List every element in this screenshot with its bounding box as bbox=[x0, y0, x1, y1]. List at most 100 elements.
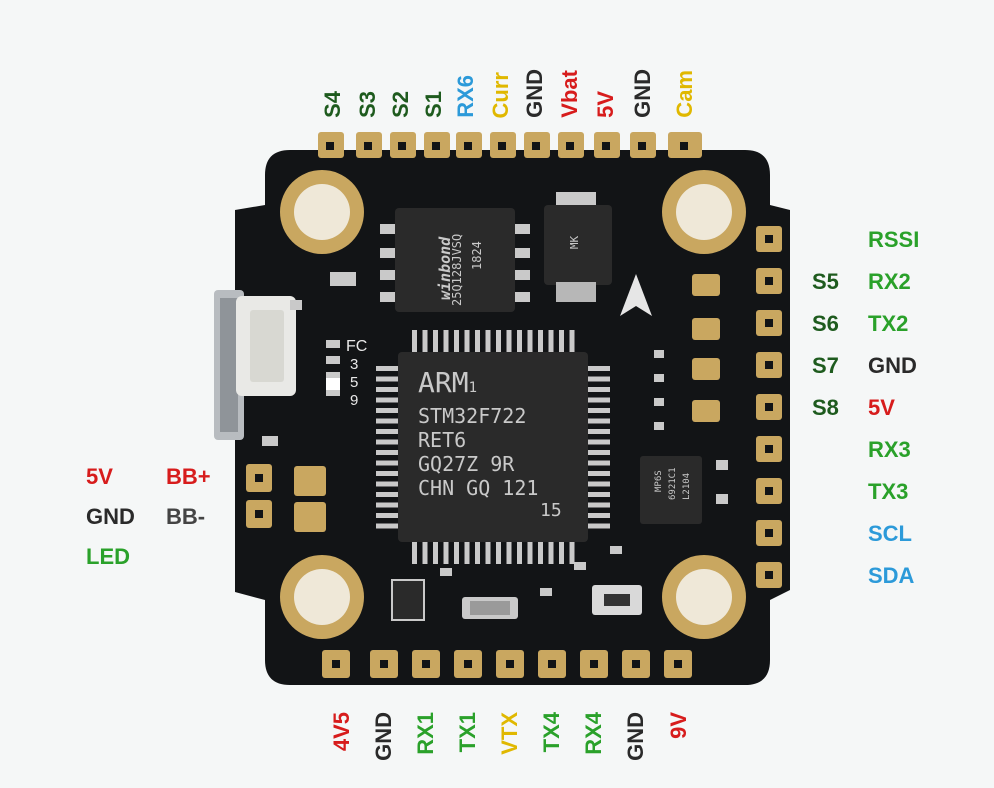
mcu-pin bbox=[376, 481, 400, 487]
mcu-pin bbox=[454, 540, 459, 564]
inner-right-pads bbox=[692, 274, 720, 422]
bottom-label-gnd-2: GND bbox=[623, 712, 648, 761]
mcu-pin bbox=[506, 540, 512, 564]
mcu-pin bbox=[443, 540, 449, 564]
diode-marking: MK bbox=[568, 235, 582, 250]
mcu-pin bbox=[433, 330, 438, 354]
top-label-cam: Cam bbox=[672, 70, 697, 118]
mcu-pin bbox=[376, 460, 400, 466]
mcu-pin bbox=[464, 330, 470, 354]
mcu-pin bbox=[527, 540, 533, 564]
mcu-pin bbox=[586, 387, 610, 392]
mcu-pin bbox=[376, 397, 400, 403]
top-label-s1: S1 bbox=[421, 91, 446, 118]
mcu-pin bbox=[475, 540, 480, 564]
usb-connector bbox=[214, 290, 296, 440]
bottom-label-vtx: VTX bbox=[497, 712, 522, 755]
gyro-line-1: MP6S bbox=[654, 470, 664, 492]
mcu-line-3: RET6 bbox=[418, 428, 467, 452]
mcu-pin bbox=[376, 366, 400, 371]
mcu-mark: 15 bbox=[540, 500, 562, 521]
mcu-pin bbox=[548, 330, 554, 354]
led-label-5: 5 bbox=[350, 374, 359, 391]
mcu-pin bbox=[376, 471, 400, 476]
mcu-pin bbox=[443, 330, 449, 354]
mcu-pin bbox=[586, 397, 610, 403]
mcu-pin bbox=[527, 330, 533, 354]
left-label-gnd: GND bbox=[86, 504, 135, 529]
mcu-pin bbox=[475, 330, 480, 354]
bottom-label-rx4: RX4 bbox=[581, 712, 606, 755]
mcu-pin bbox=[569, 330, 575, 354]
mcu-pin bbox=[454, 330, 459, 354]
bottom-label-4v5: 4V5 bbox=[329, 712, 354, 752]
mcu-pin bbox=[485, 330, 491, 354]
gyro-line-3: L2104 bbox=[682, 472, 692, 500]
mcu-pin bbox=[376, 376, 400, 382]
right-label-rx2: RX2 bbox=[868, 269, 911, 294]
right-label-rx3: RX3 bbox=[868, 437, 911, 462]
mcu-pin bbox=[586, 471, 610, 476]
mcu-pin bbox=[376, 429, 400, 434]
mcu-pin bbox=[376, 439, 400, 445]
mcu-pin bbox=[548, 540, 554, 564]
mcu-pin bbox=[506, 330, 512, 354]
left-label-bb-plus: BB+ bbox=[166, 464, 211, 489]
mcu-pin bbox=[559, 540, 564, 564]
top-label-s4: S4 bbox=[320, 91, 345, 118]
mcu-pin bbox=[538, 330, 543, 354]
mcu-pin bbox=[422, 330, 428, 354]
mcu-pin bbox=[586, 418, 610, 424]
right-label-scl: SCL bbox=[868, 521, 912, 546]
bottom-label-tx4: TX4 bbox=[539, 712, 564, 753]
mcu-pin bbox=[376, 408, 400, 413]
mcu-pin bbox=[586, 481, 610, 487]
gyro-chip bbox=[640, 456, 702, 524]
bottom-label-rx1: RX1 bbox=[413, 712, 438, 755]
led-label-3: 3 bbox=[350, 356, 359, 373]
mcu-pin bbox=[586, 450, 610, 455]
top-label-s2: S2 bbox=[388, 91, 413, 118]
mcu-pin bbox=[422, 540, 428, 564]
mcu-pin bbox=[586, 523, 610, 529]
right-label-rssi: RSSI bbox=[868, 227, 920, 252]
left-label-led: LED bbox=[86, 544, 130, 569]
top-label-curr: Curr bbox=[488, 71, 513, 118]
mcu-chip bbox=[376, 330, 610, 564]
inner-label-s6: S6 bbox=[812, 311, 839, 336]
top-label-rx6: RX6 bbox=[453, 75, 478, 118]
mcu-line-5: CHN GQ 121 bbox=[418, 476, 539, 500]
left-label-bb-minus: BB- bbox=[166, 504, 206, 529]
flash-chip bbox=[380, 208, 530, 312]
mcu-pin bbox=[586, 366, 610, 371]
mcu-pin bbox=[517, 540, 522, 564]
mcu-pin bbox=[517, 330, 522, 354]
mcu-pin bbox=[496, 330, 501, 354]
mcu-line-4: GQ27Z 9R bbox=[418, 452, 515, 476]
mcu-pin bbox=[412, 540, 417, 564]
led-label-9: 9 bbox=[350, 392, 359, 409]
mcu-pin bbox=[376, 502, 400, 508]
right-label-tx2: TX2 bbox=[868, 311, 909, 336]
inner-label-s7: S7 bbox=[812, 353, 839, 378]
top-label-gnd-2: GND bbox=[630, 69, 655, 118]
inner-label-s8: S8 bbox=[812, 395, 839, 420]
mcu-pin bbox=[485, 540, 491, 564]
mcu-pin bbox=[586, 513, 610, 518]
flash-date: 1824 bbox=[470, 241, 484, 270]
mcu-pin bbox=[433, 540, 438, 564]
mcu-pin bbox=[586, 376, 610, 382]
mcu-pin bbox=[586, 502, 610, 508]
mcu-pin bbox=[376, 418, 400, 424]
mcu-pin bbox=[569, 540, 575, 564]
mcu-sub: 1 bbox=[468, 380, 478, 396]
top-label-vbat: Vbat bbox=[557, 70, 582, 118]
flash-part: 25Q128JVSQ bbox=[450, 233, 464, 306]
mcu-pin bbox=[538, 540, 543, 564]
top-label-gnd-1: GND bbox=[522, 69, 547, 118]
bottom-label-gnd-1: GND bbox=[371, 712, 396, 761]
components bbox=[262, 272, 728, 621]
mcu-pin bbox=[586, 429, 610, 434]
top-label-5v: 5V bbox=[593, 91, 618, 118]
